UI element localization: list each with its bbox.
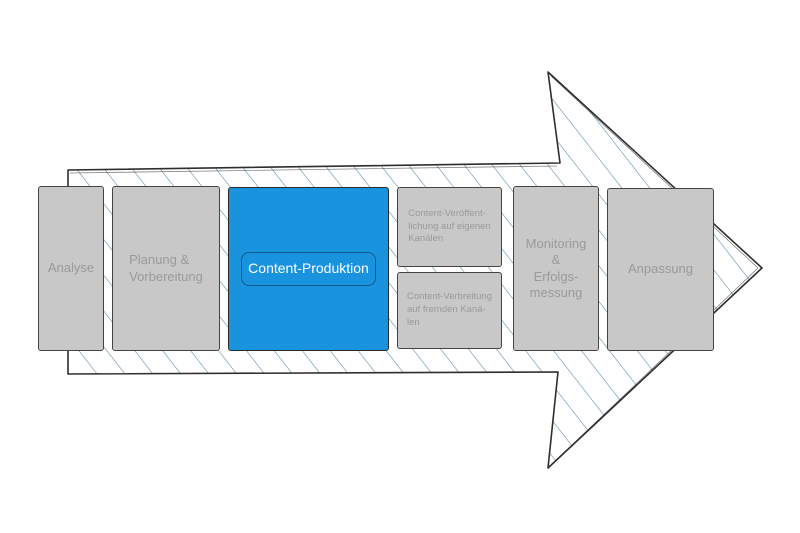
step-monitoring-label: Monitoring & Erfolgs- messung [525,236,587,300]
step-verbreitung-label: Content-Verbreitung auf fremden Kanä- le… [406,291,493,328]
step-planung-vorbereitung: Planung & Vorbereitung [112,186,220,351]
step-content-veroeffentlichung: Content-Veröffent- lichung auf eigenen K… [397,187,502,267]
arrow-shape-sketch-line [69,75,759,465]
step-analyse-label: Analyse [47,260,95,276]
step-content-produktion-label: Content-Produktion [241,252,376,286]
step-analyse: Analyse [38,186,104,351]
step-monitoring-erfolgsmessung: Monitoring & Erfolgs- messung [513,186,599,351]
step-content-verbreitung: Content-Verbreitung auf fremden Kanä- le… [397,272,502,349]
step-anpassung: Anpassung [607,188,714,351]
step-veroeffentlichung-label: Content-Veröffent- lichung auf eigenen K… [408,207,491,245]
step-anpassung-label: Anpassung [627,261,694,277]
step-content-produktion: Content-Produktion [228,187,389,351]
step-planung-label: Planung & Vorbereitung [129,252,203,284]
arrow-shape [67,71,763,469]
